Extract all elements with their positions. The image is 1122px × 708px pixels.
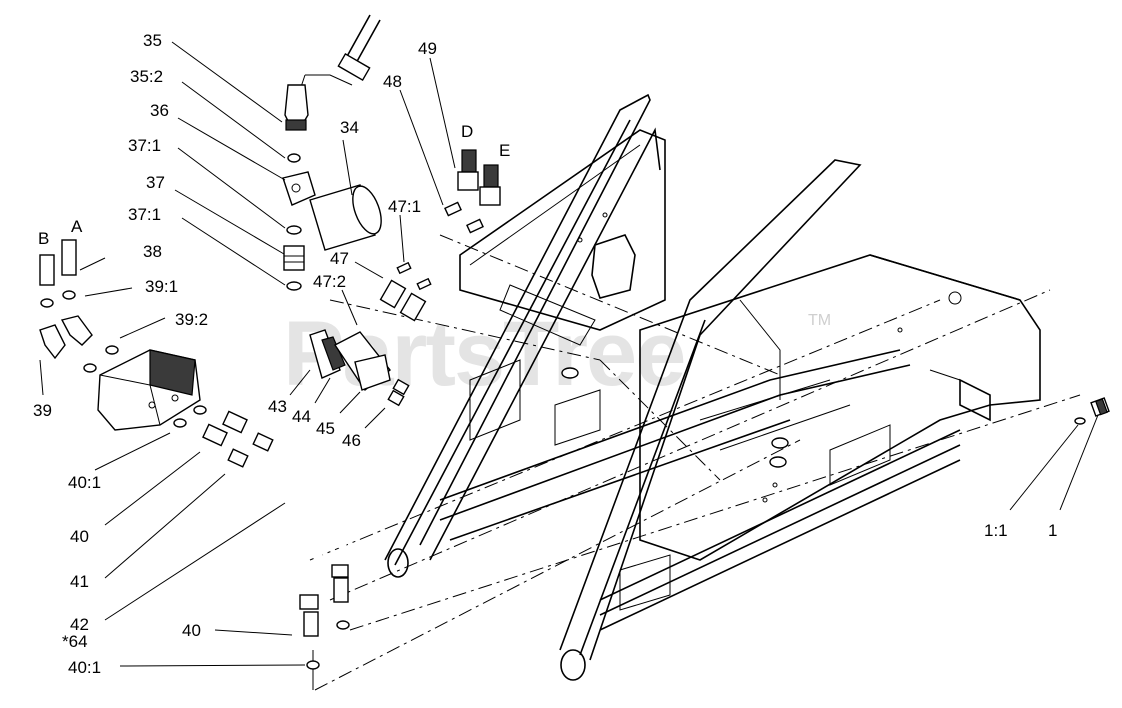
callout-40: 40 — [182, 621, 201, 640]
callout-46: 46 — [342, 431, 361, 450]
centerlines — [309, 234, 1081, 691]
callout-40-1: 40:1 — [68, 473, 101, 492]
cylinder-rod — [299, 14, 381, 91]
leader-lines — [39, 41, 1099, 667]
callout-43: 43 — [268, 397, 287, 416]
callout-37-1: 37:1 — [128, 205, 161, 224]
callout-b: B — [38, 229, 49, 248]
callout-d: D — [461, 122, 473, 141]
callout-1-1: 1:1 — [984, 521, 1008, 540]
callout-labels: 35 35:2 36 37:1 37 37:1 34 49 48 D E 47:… — [33, 31, 1057, 677]
callout-42: 42 — [70, 615, 89, 634]
callout-44: 44 — [292, 407, 311, 426]
pump-body — [83, 345, 201, 431]
callout-64: *64 — [62, 632, 88, 651]
callout-47-2: 47:2 — [313, 272, 346, 291]
fittings-a-b — [39, 239, 93, 360]
callout-38: 38 — [143, 242, 162, 261]
fittings-47 — [379, 261, 432, 322]
callout-48: 48 — [383, 72, 402, 91]
plug-fitting — [1074, 397, 1110, 425]
callout-49: 49 — [418, 39, 437, 58]
coupler-bracket — [309, 329, 410, 407]
callout-35-2: 35:2 — [130, 67, 163, 86]
callout-e: E — [499, 141, 510, 160]
callout-1: 1 — [1048, 521, 1057, 540]
watermark-trademark: TM — [808, 312, 831, 329]
callout-35: 35 — [143, 31, 162, 50]
callout-47: 47 — [330, 249, 349, 268]
callout-34: 34 — [340, 118, 359, 137]
callout-41: 41 — [70, 572, 89, 591]
callout-36: 36 — [150, 101, 169, 120]
callout-37: 37 — [146, 173, 165, 192]
callout-40: 40 — [70, 527, 89, 546]
callout-45: 45 — [316, 419, 335, 438]
callout-39: 39 — [33, 401, 52, 420]
callout-39-2: 39:2 — [175, 310, 208, 329]
callout-47-1: 47:1 — [388, 197, 421, 216]
main-frame — [384, 93, 1041, 681]
callout-37-1: 37:1 — [128, 136, 161, 155]
callout-39-1: 39:1 — [145, 277, 178, 296]
fittings-d-e — [444, 149, 501, 234]
hoses — [173, 405, 350, 670]
callout-a: A — [71, 217, 83, 236]
callout-40-1: 40:1 — [68, 658, 101, 677]
filter-assembly — [282, 84, 382, 291]
